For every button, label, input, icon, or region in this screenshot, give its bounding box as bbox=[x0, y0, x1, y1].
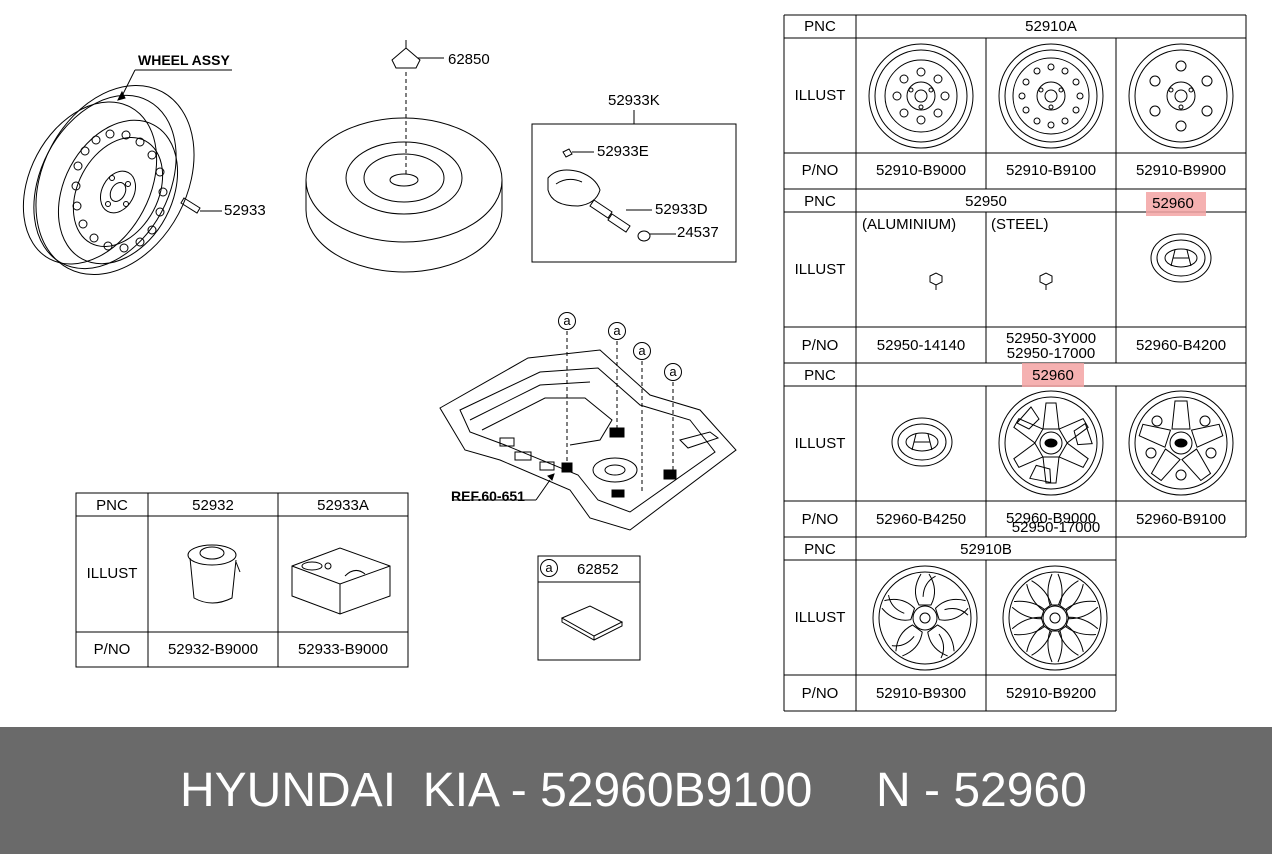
s2-pnc-label: PNC bbox=[804, 193, 836, 210]
s4-illust-label: ILLUST bbox=[794, 609, 846, 626]
center-cap-52960-b4200 bbox=[1150, 233, 1212, 283]
s2-sub-aluminium: (ALUMINIUM) bbox=[862, 216, 957, 233]
s2-illust-label: ILLUST bbox=[794, 261, 846, 278]
s1-illust-label: ILLUST bbox=[794, 87, 846, 104]
s4-pnc[interactable]: 52910B bbox=[960, 541, 1012, 558]
box-62852-pnc[interactable]: 62852 bbox=[577, 561, 619, 578]
box-62852-grid bbox=[537, 555, 641, 661]
s2-sub-steel: (STEEL) bbox=[991, 216, 1049, 233]
callout-52933k[interactable]: 52933K bbox=[608, 92, 660, 109]
s3-pno-b2[interactable]: 52950-17000 bbox=[1011, 519, 1101, 536]
compressor-illustration bbox=[291, 547, 391, 615]
s2-pno-b1[interactable]: 52950-3Y000 bbox=[1005, 330, 1097, 347]
callout-52933e[interactable]: 52933E bbox=[597, 143, 649, 160]
s2-pno-c[interactable]: 52960-B4200 bbox=[1135, 337, 1227, 354]
alloy-wheel-52910-b9300 bbox=[872, 565, 978, 671]
table-52932-illust-label: ILLUST bbox=[86, 565, 138, 582]
wheel-52910-b9900 bbox=[1128, 43, 1234, 149]
s2-pnc-a[interactable]: 52950 bbox=[965, 193, 1007, 210]
lug-nut-aluminium bbox=[929, 272, 943, 290]
circle-a-marker: a bbox=[664, 363, 682, 381]
circle-a-marker: a bbox=[633, 342, 651, 360]
alloy-wheel-52910-b9200 bbox=[1002, 565, 1108, 671]
s3-pnc[interactable]: 52960 bbox=[1032, 367, 1074, 384]
callout-52933[interactable]: 52933 bbox=[224, 202, 266, 219]
s4-pno-1[interactable]: 52910-B9300 bbox=[875, 685, 967, 702]
floor-panel-illustration bbox=[439, 331, 737, 531]
s1-pnc[interactable]: 52910A bbox=[1025, 18, 1077, 35]
callout-62850[interactable]: 62850 bbox=[448, 51, 490, 68]
wheel-cover-52960-b9100 bbox=[1128, 390, 1234, 496]
table-52932-pnc-1[interactable]: 52932 bbox=[192, 497, 234, 514]
s3-illust-label: ILLUST bbox=[794, 435, 846, 452]
highlight-52960-mid bbox=[1022, 363, 1084, 387]
table-52932-pnc-label: PNC bbox=[96, 497, 128, 514]
s2-pno-b2[interactable]: 52950-17000 bbox=[1006, 345, 1096, 362]
s3-pno-b1[interactable]: 52960-B9000 bbox=[1005, 510, 1097, 527]
callout-52933d[interactable]: 52933D bbox=[655, 201, 708, 218]
footer-pnc: N - 52960 bbox=[876, 764, 1087, 817]
s1-pno-label: P/NO bbox=[801, 162, 839, 179]
ref-label[interactable]: REF.60-651 bbox=[451, 488, 525, 504]
footer-brand-part: HYUNDAI KIA - 52960B9100 bbox=[180, 764, 813, 817]
s2-pnc-b[interactable]: 52960 bbox=[1152, 195, 1194, 212]
wheel-52910-b9000 bbox=[868, 43, 974, 149]
highlight-52960-top bbox=[1146, 192, 1206, 216]
right-table-grid bbox=[783, 14, 1247, 712]
s1-pno-1[interactable]: 52910-B9000 bbox=[875, 162, 967, 179]
circle-a-marker: a bbox=[558, 312, 576, 330]
center-cap-52960-b4250 bbox=[891, 417, 953, 467]
parts-diagram: WHEEL ASSY 62850 52933 52933K 52933E 529… bbox=[22, 14, 1247, 712]
s4-pnc-label: PNC bbox=[804, 541, 836, 558]
steel-wheel-illustration bbox=[22, 69, 232, 276]
wheel-cover-52960-b9000 bbox=[998, 390, 1104, 496]
box-62852-marker: a bbox=[540, 559, 558, 577]
wheel-vent-holes bbox=[71, 129, 168, 253]
lug-nut-steel bbox=[1039, 272, 1053, 290]
table-52932-pnc-2[interactable]: 52933A bbox=[317, 497, 369, 514]
spare-tire-illustration bbox=[305, 40, 503, 273]
circle-a-marker: a bbox=[608, 322, 626, 340]
table-52932-grid bbox=[75, 492, 409, 668]
s1-pnc-label: PNC bbox=[804, 18, 836, 35]
callout-24537[interactable]: 24537 bbox=[677, 224, 719, 241]
s3-pno-label: P/NO bbox=[801, 511, 839, 528]
s3-pno-a[interactable]: 52960-B4250 bbox=[875, 511, 967, 528]
s2-pno-a[interactable]: 52950-14140 bbox=[876, 337, 966, 354]
table-52932-pno-label: P/NO bbox=[93, 641, 131, 658]
footer-banner: HYUNDAI KIA - 52960B9100 N - 52960 bbox=[0, 727, 1272, 854]
tpms-sensor-kit-box bbox=[531, 110, 737, 263]
wheel-52910-b9100 bbox=[998, 43, 1104, 149]
s4-pno-2[interactable]: 52910-B9200 bbox=[1005, 685, 1097, 702]
table-52932-pno-2[interactable]: 52933-B9000 bbox=[297, 641, 389, 658]
s4-pno-label: P/NO bbox=[801, 685, 839, 702]
wheel-assy-label: WHEEL ASSY bbox=[138, 52, 230, 68]
s1-pno-3[interactable]: 52910-B9900 bbox=[1135, 162, 1227, 179]
s2-pno-label: P/NO bbox=[801, 337, 839, 354]
s3-pnc-label: PNC bbox=[804, 367, 836, 384]
s1-pno-2[interactable]: 52910-B9100 bbox=[1005, 162, 1097, 179]
sealant-bottle-illustration bbox=[187, 544, 241, 604]
s3-pno-c[interactable]: 52960-B9100 bbox=[1135, 511, 1227, 528]
table-52932-pno-1[interactable]: 52932-B9000 bbox=[167, 641, 259, 658]
